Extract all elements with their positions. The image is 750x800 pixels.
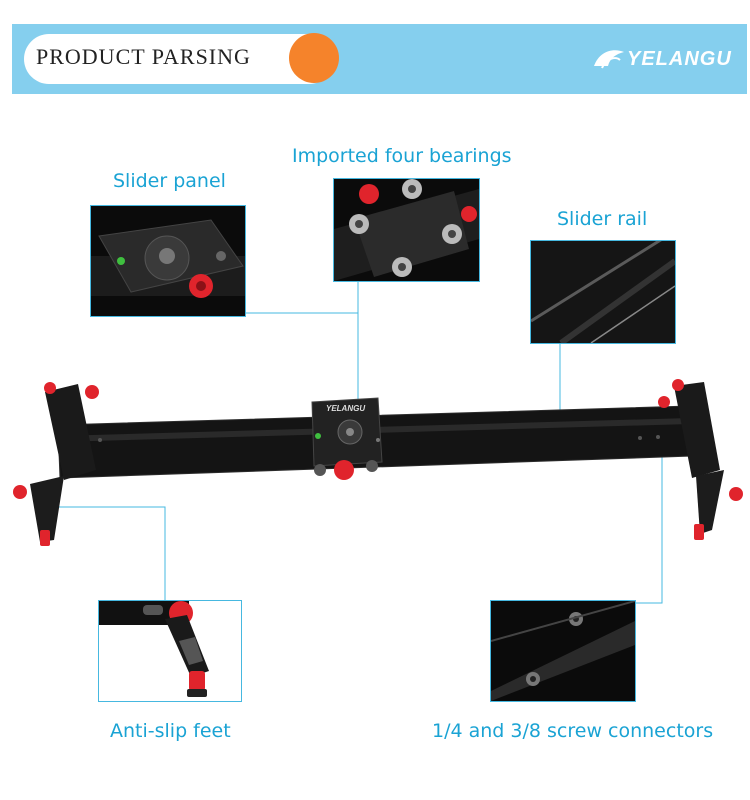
anti-slip-feet-photo: [99, 601, 209, 697]
label-slider-panel: Slider panel: [113, 170, 226, 192]
label-anti-slip-feet: Anti-slip feet: [110, 720, 231, 742]
title-pill: [24, 34, 334, 84]
carriage-brand-label: YELANGU: [326, 404, 366, 413]
inset-screw-connectors: [490, 600, 636, 702]
page-title: PRODUCT PARSING: [36, 44, 251, 69]
label-bearings: Imported four bearings: [292, 145, 512, 167]
label-screw-connectors: 1/4 and 3/8 screw connectors: [432, 720, 714, 742]
screw-connectors-photo: [491, 601, 635, 701]
inset-anti-slip-feet: [98, 600, 242, 702]
slider-rail-photo: [531, 241, 675, 343]
brand-logo-icon: [594, 50, 624, 69]
orange-dot: [289, 33, 339, 83]
brand-name: YELANGU: [627, 48, 732, 70]
inset-slider-rail: [530, 240, 676, 344]
inset-slider-panel: [90, 205, 246, 317]
slider-panel-photo: [91, 219, 245, 298]
inset-bearings: [333, 178, 480, 282]
bearings-photo: [334, 179, 479, 281]
label-slider-rail: Slider rail: [557, 208, 648, 230]
